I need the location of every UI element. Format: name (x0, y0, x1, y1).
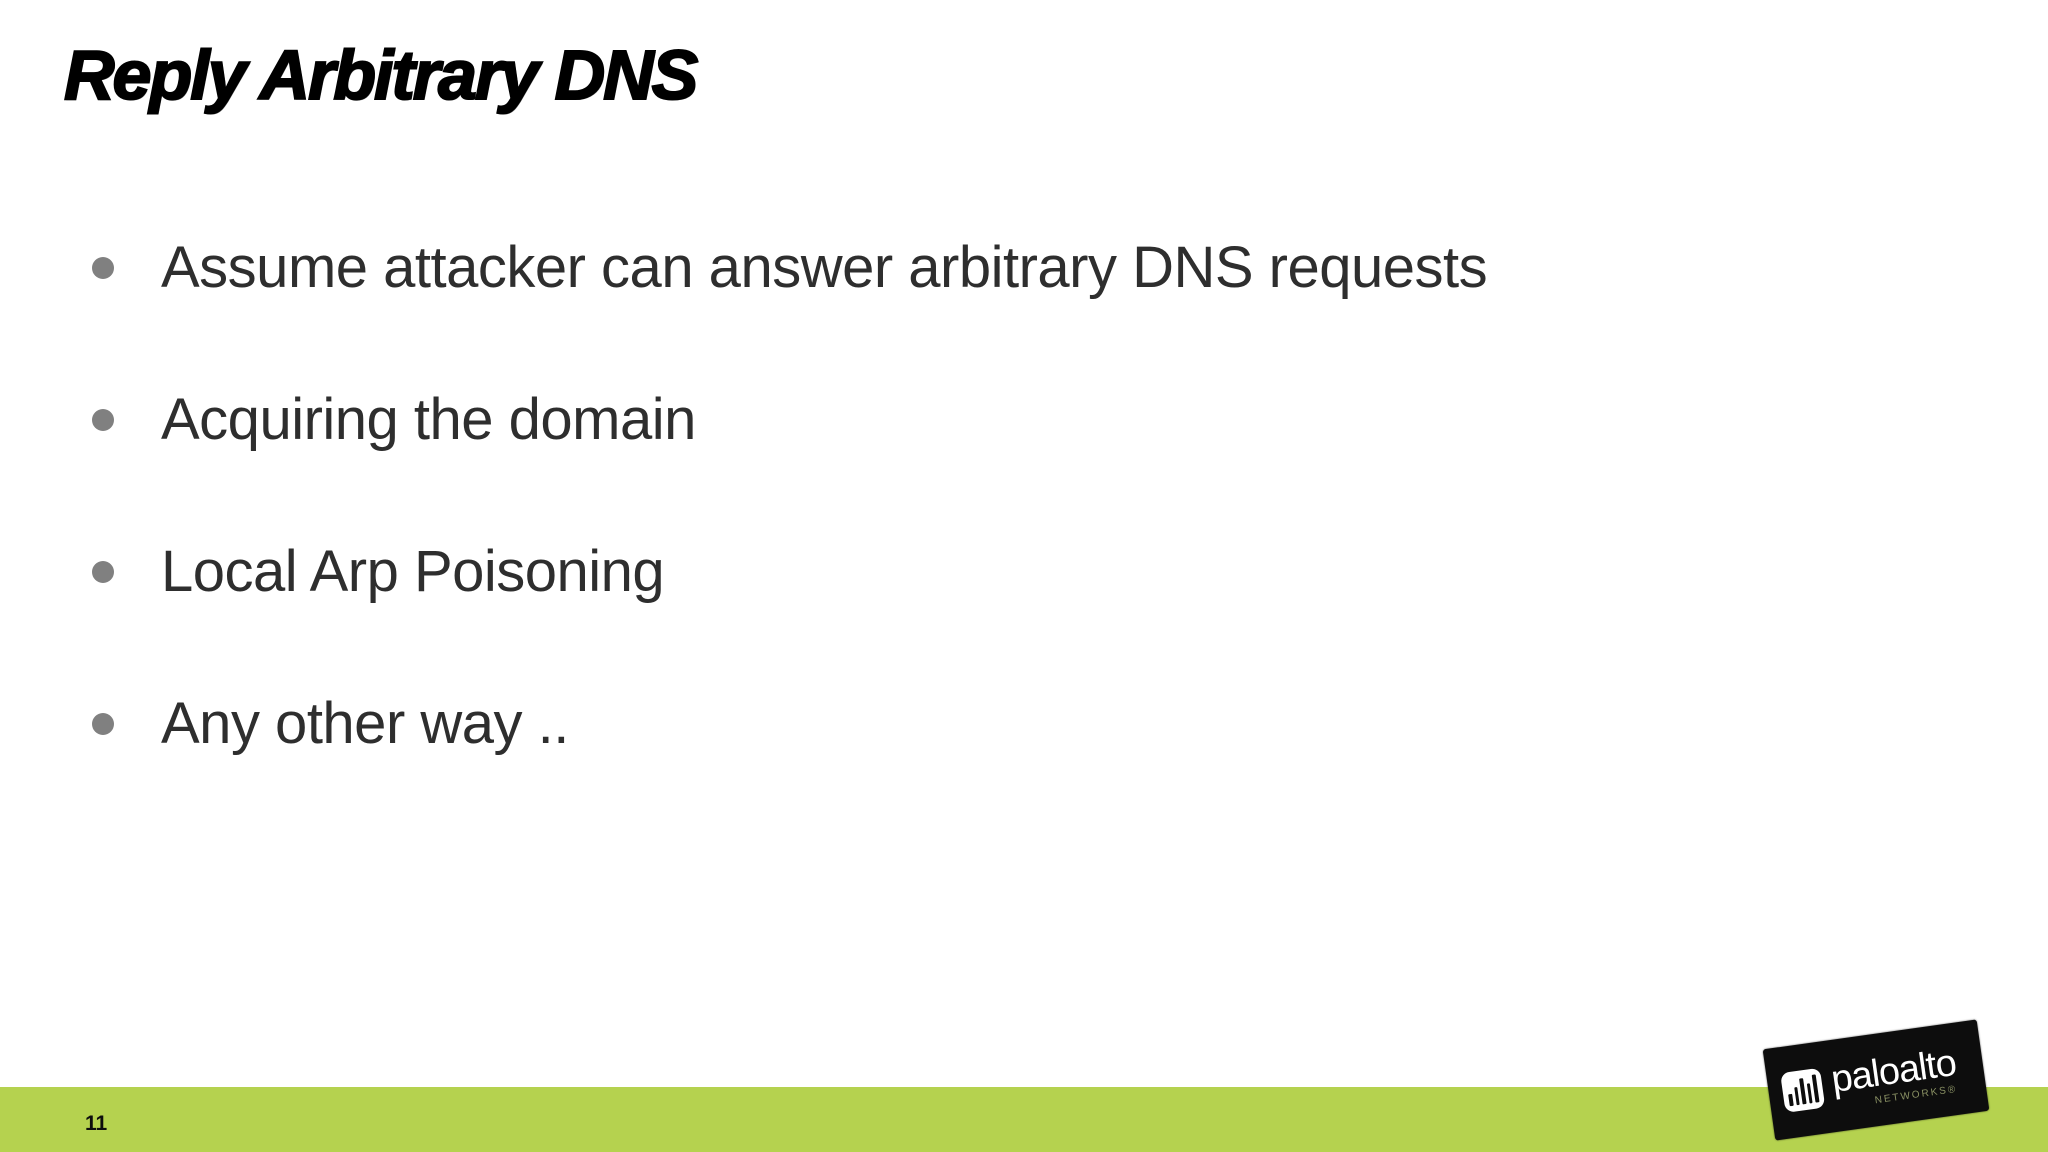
logo-bar (1812, 1074, 1820, 1103)
bullet-text: Local Arp Poisoning (161, 539, 665, 604)
bullet-text: Any other way .. (161, 691, 569, 756)
logo-text-block: paloalto NETWORKS® (1829, 1041, 1960, 1111)
bullet-item: Any other way .. (92, 694, 1487, 754)
page-number: 11 (85, 1112, 108, 1135)
logo-bar (1788, 1093, 1794, 1107)
bullet-icon (92, 257, 114, 279)
paloalto-logo-icon (1780, 1067, 1826, 1113)
bullet-icon (92, 409, 114, 431)
bullet-item: Acquiring the domain (92, 390, 1487, 450)
bullet-text: Assume attacker can answer arbitrary DNS… (161, 235, 1488, 300)
footer-bar: 11 (0, 1087, 2048, 1152)
bullet-icon (92, 713, 114, 735)
bullet-item: Assume attacker can answer arbitrary DNS… (92, 235, 1488, 300)
logo-bar (1799, 1078, 1807, 1105)
bullet-text: Acquiring the domain (161, 387, 696, 452)
logo-bar (1793, 1087, 1800, 1106)
bullet-item: Local Arp Poisoning (92, 542, 1487, 602)
bullet-list: Assume attacker can answer arbitrary DNS… (92, 235, 1488, 846)
logo-bar (1806, 1083, 1813, 1104)
slide-title: Reply Arbitrary DNS (63, 35, 699, 115)
bullet-icon (92, 561, 114, 583)
